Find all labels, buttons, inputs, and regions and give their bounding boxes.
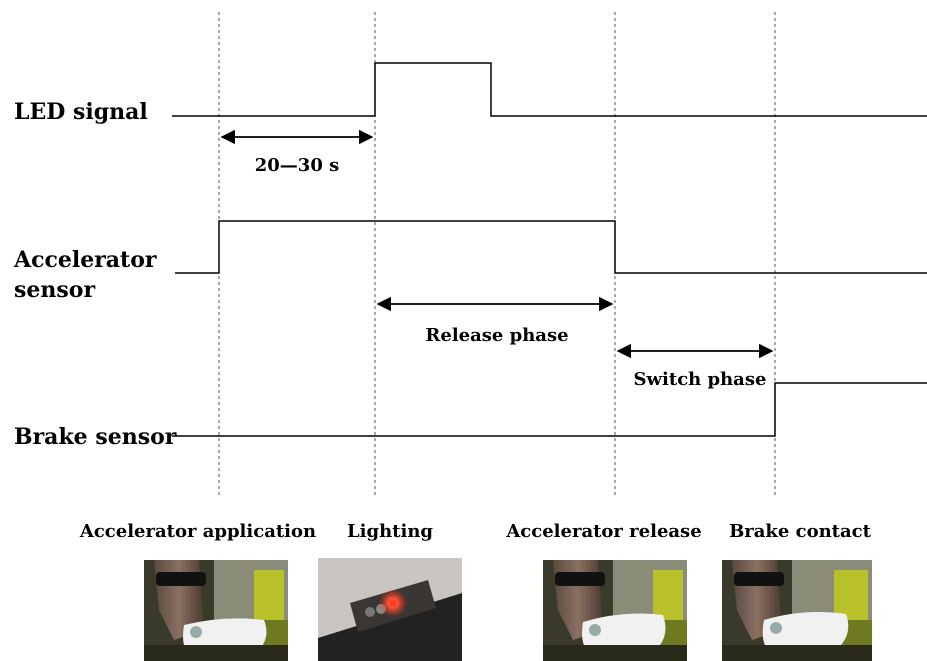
accelerator-sensor-label-line1: Accelerator: [13, 247, 157, 273]
foot-on-brake-photo: [722, 560, 872, 661]
release-phase-label: Release phase: [425, 325, 568, 346]
led-signal-waveform: [172, 63, 927, 116]
foot-releasing-accelerator-photo: [543, 560, 687, 661]
brake-sensor-waveform: [172, 383, 927, 436]
foot-on-accelerator-photo: [144, 560, 288, 661]
event-label-accelerator-application: Accelerator application: [79, 521, 316, 542]
event-label-brake-contact: Brake contact: [729, 521, 872, 542]
led-signal-label: LED signal: [14, 99, 148, 125]
event-guides: [219, 12, 775, 498]
accelerator-sensor-label-line2: sensor: [14, 277, 95, 303]
accelerator-sensor-waveform: [175, 221, 927, 273]
event-label-lighting: Lighting: [347, 521, 433, 542]
switch-phase-label: Switch phase: [634, 369, 767, 390]
event-label-accelerator-release: Accelerator release: [505, 521, 701, 542]
brake-sensor-label: Brake sensor: [14, 424, 177, 450]
delay-interval-label: 20—30 s: [255, 155, 340, 176]
led-lit-photo: [318, 558, 462, 661]
